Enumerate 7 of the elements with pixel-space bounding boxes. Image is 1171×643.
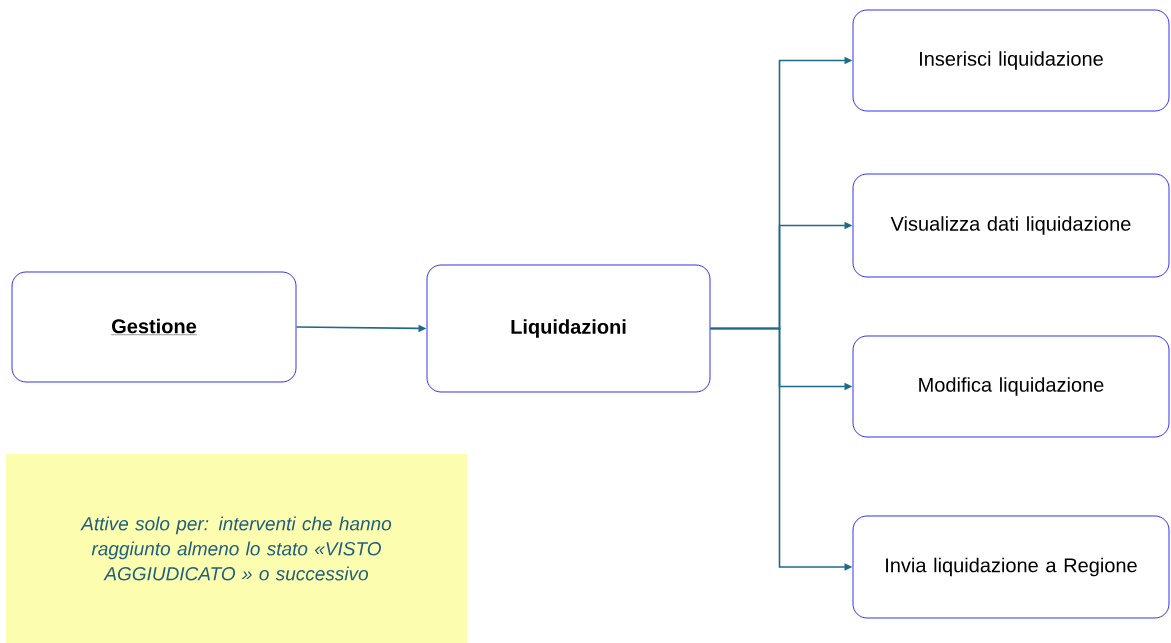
process-box: Liquidazioni xyxy=(426,264,711,393)
menu-option-box: Invia liquidazione a Regione xyxy=(852,515,1170,619)
menu-option-box: Modifica liquidazione xyxy=(852,335,1170,438)
menu-option-box: Inserisci liquidazione xyxy=(852,9,1170,112)
note-box: Attive solo per: interventi che hanno raggiunto almeno lo stato «VISTO AGGIUDICATO » o successivo xyxy=(6,454,467,643)
menu-option-box: Visualizza dati liquidazione xyxy=(852,173,1170,278)
process-box: Gestione xyxy=(11,271,297,383)
